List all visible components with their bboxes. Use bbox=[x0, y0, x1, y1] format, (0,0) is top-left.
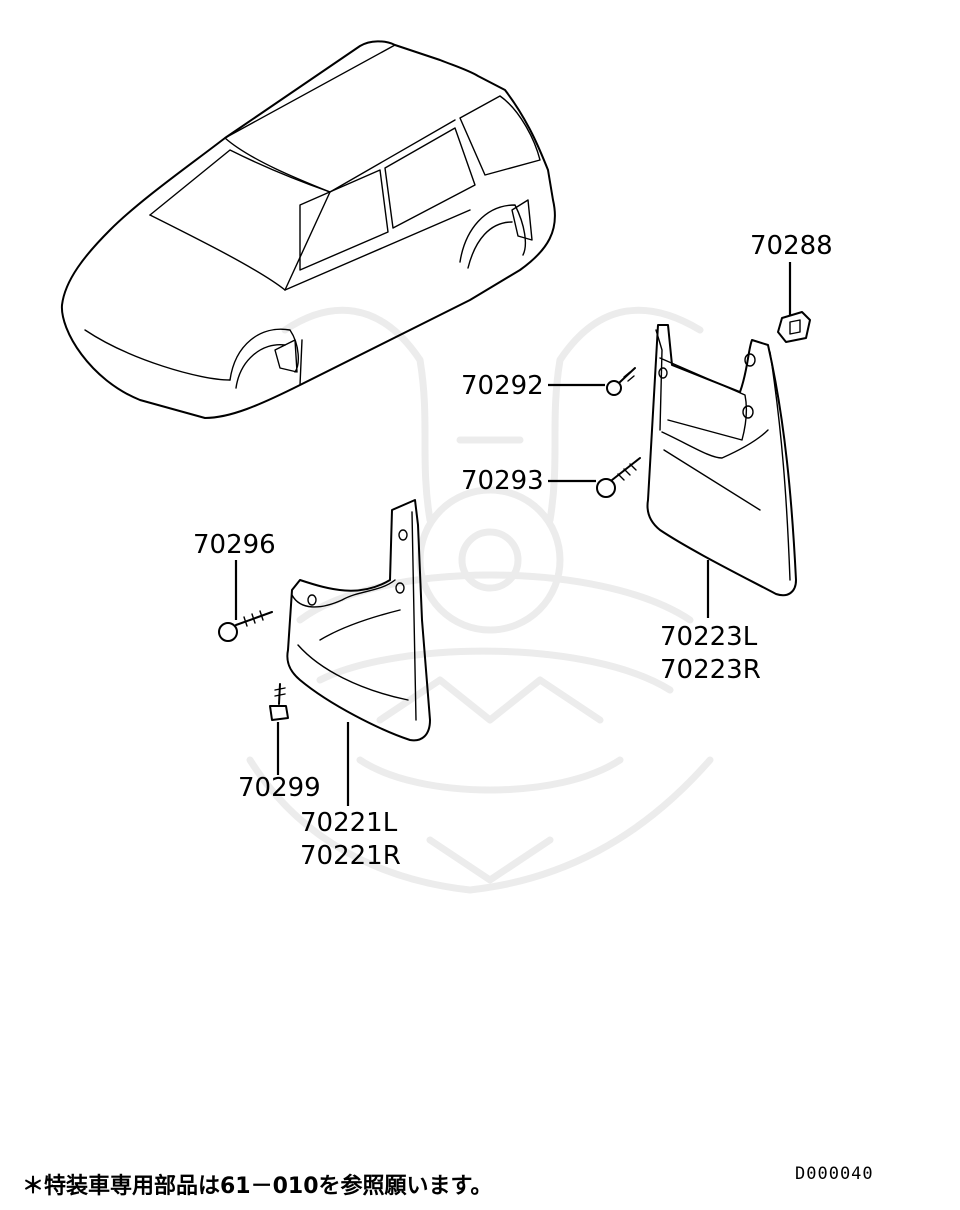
part-label-70296: 70296 bbox=[193, 530, 276, 560]
clip-70288 bbox=[777, 311, 811, 343]
part-label-70288: 70288 bbox=[750, 231, 833, 261]
part-label-70292: 70292 bbox=[461, 371, 544, 401]
mud-guard-left bbox=[286, 499, 431, 742]
part-label-70223R: 70223R bbox=[660, 655, 761, 685]
part-label-70221L: 70221L bbox=[300, 808, 398, 838]
part-label-70293: 70293 bbox=[461, 466, 544, 496]
footer-note: ＊特装車専用部品は61－010を参照願います。 bbox=[22, 1174, 493, 1199]
screw-70296 bbox=[218, 610, 273, 642]
bolt-70299 bbox=[269, 683, 289, 721]
mud-guard-right bbox=[646, 324, 797, 597]
screw-70293 bbox=[596, 457, 641, 498]
diagram-code: D000040 bbox=[795, 1164, 874, 1184]
leader-lines bbox=[234, 262, 792, 806]
car-illustration bbox=[60, 40, 556, 419]
part-label-70223L: 70223L bbox=[660, 622, 758, 652]
bolt-70292 bbox=[606, 367, 636, 396]
part-label-70299: 70299 bbox=[238, 773, 321, 803]
part-label-70221R: 70221R bbox=[300, 841, 401, 871]
